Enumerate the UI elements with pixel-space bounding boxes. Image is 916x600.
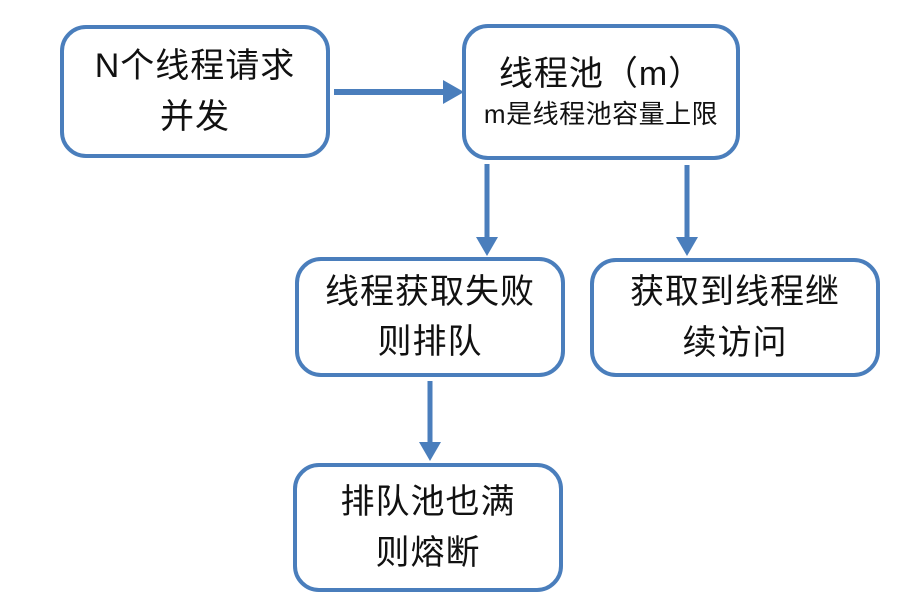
node-thread-pool: 线程池（m） m是线程池容量上限: [462, 24, 740, 160]
node-queue-on-fail-line1: 线程获取失败: [325, 272, 535, 311]
node-circuit-break-line2: 则熔断: [375, 533, 481, 572]
node-circuit-break: 排队池也满 则熔断: [293, 463, 563, 592]
edge-request-to-pool: [334, 80, 464, 104]
node-continue-access-line1: 获取到线程继: [630, 273, 840, 312]
node-continue-access: 获取到线程继 续访问: [590, 258, 880, 377]
node-continue-access-line2: 续访问: [682, 323, 788, 362]
node-circuit-break-line1: 排队池也满: [340, 483, 516, 522]
node-thread-request-line1: N个线程请求: [94, 47, 296, 86]
node-thread-request: N个线程请求 并发: [60, 25, 330, 158]
node-thread-request-line2: 并发: [160, 97, 230, 136]
edge-pool-to-access: [676, 165, 698, 256]
node-queue-on-fail-line2: 则排队: [377, 323, 483, 361]
node-queue-on-fail: 线程获取失败 则排队: [295, 257, 565, 377]
node-thread-pool-subtitle: m是线程池容量上限: [483, 99, 719, 130]
edge-pool-to-queue: [476, 164, 498, 256]
node-thread-pool-title: 线程池（m）: [498, 55, 704, 94]
edge-queue-to-fuse: [419, 381, 441, 461]
